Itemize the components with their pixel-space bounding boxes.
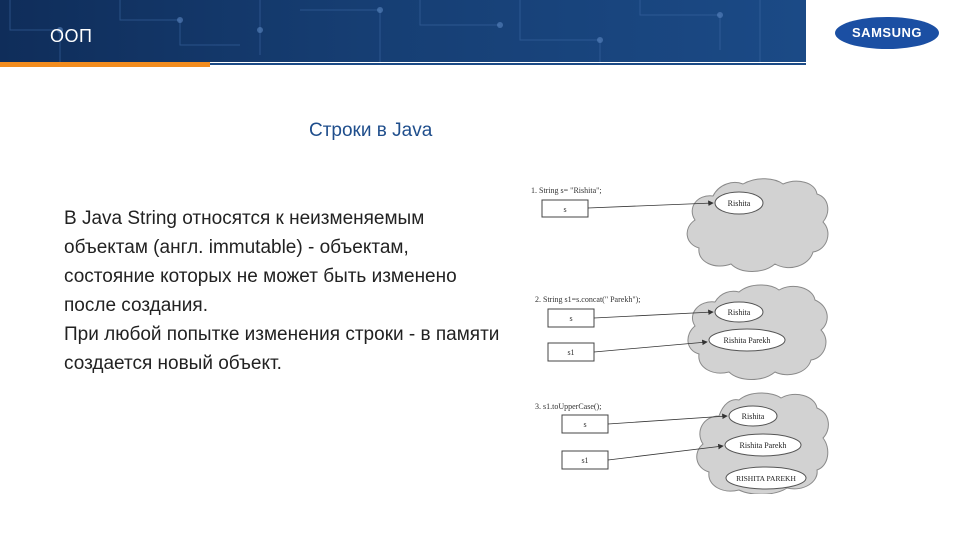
paragraph-2: При любой попытке изменения строки - в п… (64, 324, 500, 374)
step2-arrow-s1 (593, 339, 708, 353)
step3-oval-rishita-parekh (724, 433, 802, 457)
step1-value-rishita: Rishita (728, 199, 751, 208)
header-band: ООП (0, 0, 806, 62)
step2-value-rishita-parekh: Rishita Parekh (724, 336, 771, 345)
step3-var-s: s (583, 420, 586, 429)
step2-var-s1: s1 (567, 348, 574, 357)
circuit-pattern (9, 0, 761, 62)
step1-var-s-box (541, 199, 589, 218)
step1-code: 1. String s= "Rishita"; (531, 186, 602, 195)
step3-oval-rishita (728, 405, 778, 427)
body-text: В Java String относятся к неизменяемым о… (64, 204, 504, 378)
step2-oval-rishita-parekh (708, 328, 786, 352)
step1-var-s: s (563, 205, 566, 214)
cloud-1 (686, 178, 829, 272)
string-immutability-diagram: 1. String s= "Rishita"; s Rishita 2. Str… (531, 178, 829, 494)
step3-var-s1: s1 (581, 456, 588, 465)
step3-oval-rishita-parekh-upper (725, 466, 807, 490)
step3-value-rishita-parekh-upper: RISHITA PAREKH (736, 474, 796, 483)
slide-title: Строки в Java (309, 120, 433, 141)
step3-value-rishita-parekh: Rishita Parekh (740, 441, 787, 450)
step3-code: 3. s1.toUpperCase(); (535, 402, 601, 411)
step2-arrow-s (593, 309, 714, 319)
step1-oval-rishita (714, 191, 764, 215)
accent-line (0, 62, 210, 67)
samsung-logo: SAMSUNG (834, 16, 940, 50)
step3-value-rishita: Rishita (742, 412, 765, 421)
logo-text: SAMSUNG (852, 25, 922, 40)
step1-arrow (587, 200, 714, 209)
step2-value-rishita: Rishita (728, 308, 751, 317)
step3-arrow-s1 (607, 443, 724, 461)
step2-code: 2. String s1=s.concat(" Parekh"); (535, 295, 640, 304)
step2-var-s: s (569, 314, 572, 323)
step3-arrow-s (607, 413, 728, 425)
header-underline (210, 63, 806, 65)
header-title: ООП (50, 26, 93, 46)
paragraph-1: В Java String относятся к неизменяемым о… (64, 208, 457, 316)
step2-oval-rishita (714, 301, 764, 323)
